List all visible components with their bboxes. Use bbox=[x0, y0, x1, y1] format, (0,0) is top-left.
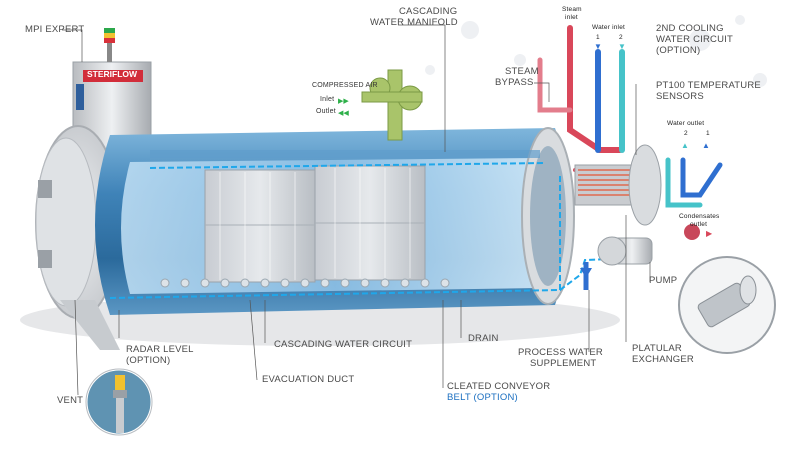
pump bbox=[597, 236, 653, 266]
label-radar-2: (OPTION) bbox=[126, 355, 171, 366]
label-steam-bypass-2: BYPASS bbox=[495, 77, 534, 88]
water-outlet-2-arrow-icon: ▲ bbox=[681, 141, 689, 150]
label-pump: PUMP bbox=[649, 275, 678, 286]
cleated-conveyor bbox=[160, 278, 450, 288]
condensates-arrow-icon: ▶ bbox=[706, 229, 713, 238]
label-process-water-1: PROCESS WATER bbox=[518, 347, 603, 358]
label-steam-inlet-2: inlet bbox=[565, 14, 578, 21]
label-evacuation-duct: EVACUATION DUCT bbox=[262, 374, 355, 385]
vessel-door bbox=[35, 125, 121, 350]
inlet-arrow-icon: ▶▶ bbox=[338, 98, 349, 105]
platular-exchanger-inset bbox=[678, 256, 776, 354]
label-cascading-circuit: CASCADING WATER CIRCUIT bbox=[274, 339, 413, 350]
label-water-inlet: Water inlet bbox=[592, 24, 626, 31]
label-radar-1: RADAR LEVEL bbox=[126, 344, 194, 355]
label-water-outlet-1: 1 bbox=[706, 130, 710, 137]
water-inlet-1-arrow-icon: ▼ bbox=[594, 42, 602, 51]
label-compressed-air: COMPRESSED AIR bbox=[312, 82, 378, 89]
status-light-yellow bbox=[104, 33, 115, 38]
status-light-green bbox=[104, 28, 115, 33]
label-platular-2: EXCHANGER bbox=[632, 354, 694, 365]
label-condensates-1: Condensates bbox=[679, 213, 720, 220]
condensates-trap bbox=[684, 224, 700, 240]
cascading-manifold-pipe bbox=[150, 150, 540, 158]
label-cascading-1: CASCADING bbox=[399, 6, 458, 17]
steriflow-logo bbox=[83, 70, 143, 82]
water-outlet-1-arrow-icon: ▲ bbox=[702, 141, 710, 150]
label-platular-1: PLATULAR bbox=[632, 343, 682, 354]
label-mpi-expert: MPI EXPERT bbox=[25, 24, 85, 35]
label-cooling-1: 2ND COOLING bbox=[656, 23, 724, 34]
background-bubbles bbox=[425, 15, 767, 87]
label-drain: DRAIN bbox=[468, 333, 499, 344]
label-steam-inlet-1: Steam bbox=[562, 6, 582, 13]
label-condensates-2: outlet bbox=[690, 221, 708, 228]
compressed-air-valve bbox=[361, 69, 423, 141]
label-process-water-2: SUPPLEMENT bbox=[530, 358, 597, 369]
label-vent: VENT bbox=[57, 395, 84, 406]
product-crates bbox=[204, 165, 426, 283]
label-inlet: Inlet bbox=[320, 96, 335, 103]
label-water-outlet-2: 2 bbox=[684, 130, 688, 137]
label-cooling-2: WATER CIRCUIT bbox=[656, 34, 734, 45]
label-cleated-1: CLEATED CONVEYOR bbox=[447, 381, 551, 392]
label-cascading-2: WATER MANIFOLD bbox=[370, 17, 458, 28]
water-inlet-2-arrow-icon: ▼ bbox=[618, 42, 626, 51]
radar-level-inset bbox=[84, 367, 154, 437]
brand-logo-text: STERIFLOW bbox=[87, 69, 138, 79]
water-inlet-piping bbox=[595, 49, 723, 208]
status-light-red bbox=[104, 38, 115, 43]
label-pt100-2: SENSORS bbox=[656, 91, 704, 102]
label-outlet: Outlet bbox=[316, 108, 336, 115]
label-cleated-2: BELT (OPTION) bbox=[447, 392, 518, 403]
label-water-inlet-2: 2 bbox=[619, 34, 623, 41]
label-steam-bypass-1: STEAM bbox=[505, 66, 539, 77]
label-water-inlet-1: 1 bbox=[596, 34, 600, 41]
leader-lines bbox=[62, 24, 651, 396]
process-water-valve-icon bbox=[580, 268, 592, 278]
platular-exchanger-body bbox=[574, 144, 662, 226]
label-water-outlet: Water outlet bbox=[667, 120, 705, 127]
outlet-arrow-icon: ◀◀ bbox=[338, 110, 349, 117]
steam-inlet-arrow-icon: ▼ bbox=[566, 26, 574, 35]
label-cooling-3: (OPTION) bbox=[656, 45, 701, 56]
label-pt100-1: PT100 TEMPERATURE bbox=[656, 80, 761, 91]
